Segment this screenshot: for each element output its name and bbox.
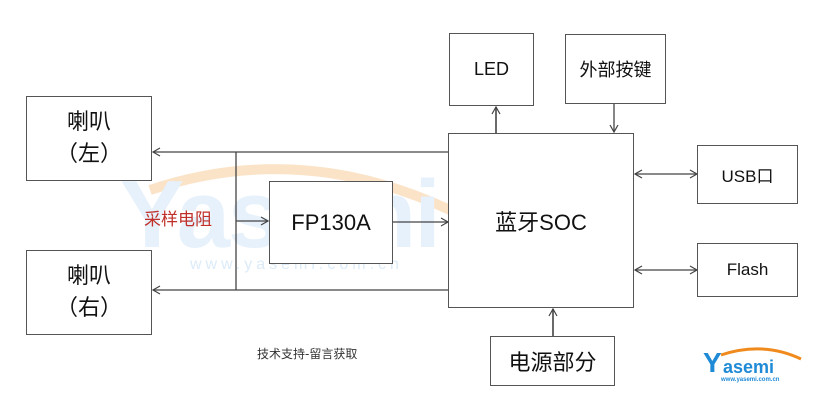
external-keys-block: 外部按键 (565, 34, 666, 104)
led-label: LED (473, 59, 509, 79)
fp130a-block: FP130A (269, 181, 393, 264)
speaker-right-line2: （右） (55, 295, 122, 321)
logo-text: asemi (723, 357, 775, 377)
speaker-right-block: 喇叭 （右） (26, 250, 152, 335)
power-block: 电源部分 (490, 336, 615, 386)
usb-port-block: USB口 (697, 145, 798, 204)
bluetooth-soc-label: 蓝牙SOC (495, 209, 587, 235)
external-keys-label: 外部按键 (579, 60, 652, 81)
speaker-right-line1: 喇叭 (66, 263, 111, 289)
led-block: LED (449, 33, 534, 106)
power-label: 电源部分 (508, 351, 597, 376)
fp130a-label: FP130A (291, 209, 371, 235)
flash-label: Flash (726, 260, 769, 279)
usb-port-label: USB口 (721, 167, 774, 186)
logo-arc (720, 347, 802, 361)
speaker-left-line2: （左） (55, 141, 122, 167)
support-note: 技术支持-留言获取 (257, 347, 358, 361)
bluetooth-soc-block: 蓝牙SOC (448, 133, 634, 308)
speaker-left-line1: 喇叭 (66, 109, 111, 135)
sampling-resistor-label: 采样电阻 (144, 210, 212, 230)
speaker-left-block: 喇叭 （左） (26, 96, 152, 181)
yasemi-logo: Y asemi www.yasemi.com.cn (703, 345, 803, 385)
flash-block: Flash (697, 243, 798, 297)
logo-url: www.yasemi.com.cn (721, 377, 780, 383)
logo-initial: Y (703, 347, 722, 378)
